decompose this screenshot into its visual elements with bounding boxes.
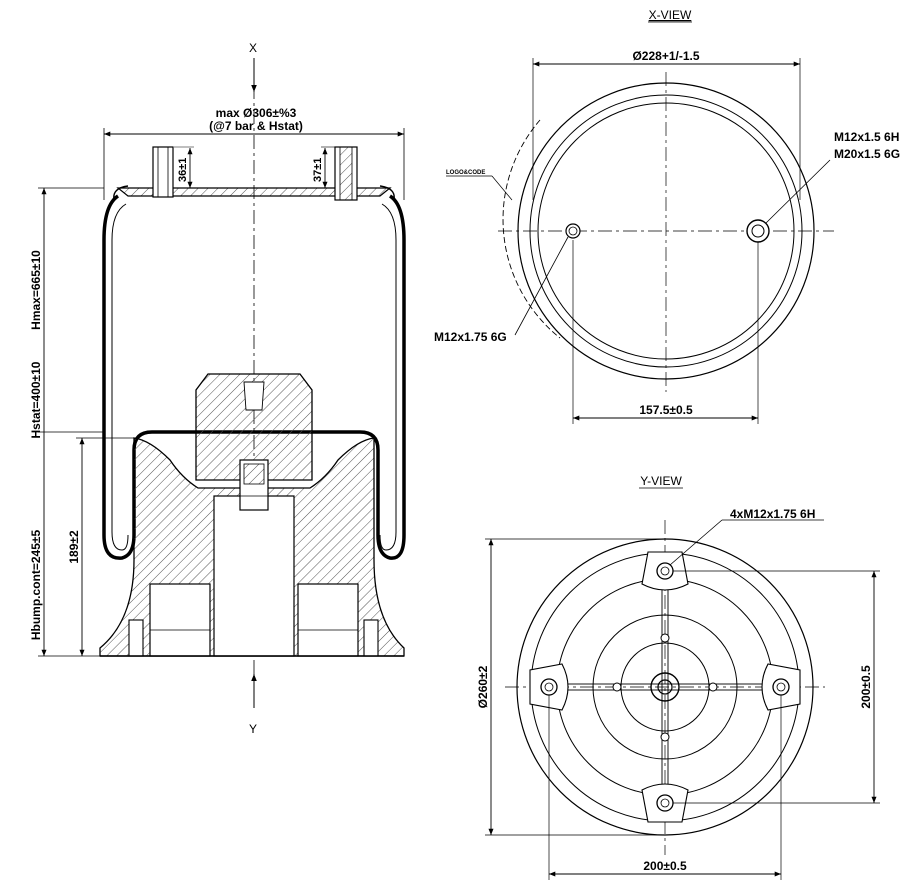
dim-37-label: 37±1 (312, 158, 324, 182)
axis-x-label: X (249, 41, 257, 55)
max-diameter-note: (@7 bar & Hstat) (209, 119, 303, 133)
y-view: Y-VIEW 4xM12x1.75 6H (476, 474, 880, 880)
x-thread-right-1: M12x1.5 6H (834, 130, 899, 144)
y-threads-label: 4xM12x1.75 6H (730, 507, 815, 521)
y-hole-left (540, 678, 558, 696)
left-stud (152, 146, 174, 198)
y-hole-right (772, 678, 790, 696)
x-hole-right (746, 219, 770, 243)
x-thread-left: M12x1.75 6G (434, 330, 507, 344)
x-hole-left (565, 223, 581, 239)
dim-36-label: 36±1 (177, 158, 189, 182)
y-hole-bottom (656, 794, 674, 812)
max-diameter-label: max Ø306±%3 (216, 106, 297, 120)
right-pocket (297, 583, 359, 657)
x-view: X-VIEW Ø228+1/-1.5 M12x1.5 6H M20x1.5 6G… (434, 8, 900, 424)
y-hole-top (656, 562, 674, 580)
side-view: X Y max Ø306±%3 (@7 bar & Hstat) 36±1 37… (29, 41, 406, 736)
y-diameter-label: Ø260±2 (476, 665, 490, 708)
y-view-title: Y-VIEW (640, 474, 682, 488)
x-diameter-label: Ø228+1/-1.5 (632, 49, 699, 63)
piston-bore (213, 495, 295, 657)
x-thread-right-2: M20x1.5 6G (834, 147, 900, 161)
y-vertical-label: 200±0.5 (859, 665, 873, 709)
hmax-label: Hmax=665±10 (29, 250, 43, 330)
x-view-title: X-VIEW (649, 8, 692, 22)
bump-stop (195, 373, 313, 481)
y-horizontal-label: 200±0.5 (643, 859, 687, 873)
x-spacing-label: 157.5±0.5 (639, 403, 693, 417)
axis-y-label: Y (249, 722, 257, 736)
dim-189-label: 189±2 (67, 530, 81, 564)
logo-code-label: LOGO&CODE (446, 170, 485, 176)
right-insert (363, 619, 379, 657)
left-insert (128, 619, 144, 657)
hbump-label: Hbump.cont=245±5 (29, 530, 43, 641)
top-bead-plate (116, 187, 392, 197)
hstat-label: Hstat=400±10 (29, 361, 43, 438)
logo-code-arc (502, 119, 561, 339)
left-pocket (149, 583, 211, 657)
